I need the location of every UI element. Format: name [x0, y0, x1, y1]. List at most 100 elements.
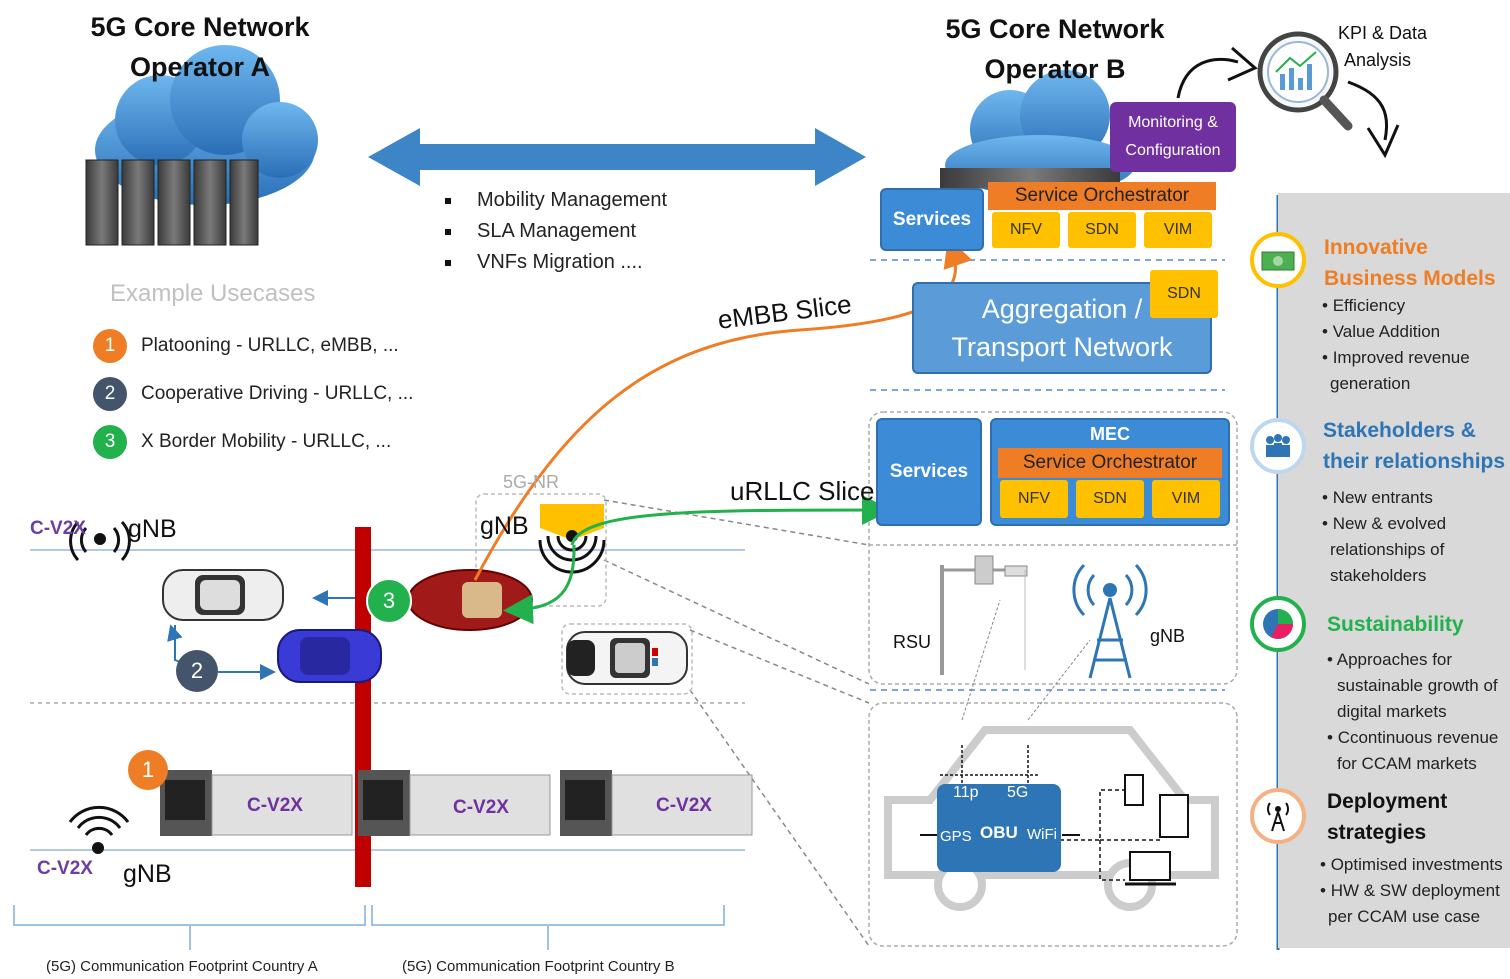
sidebar-heading-line2: Business Models: [1324, 267, 1496, 290]
kpi-magnifier-icon: [1257, 31, 1353, 131]
white-car-icon: [162, 569, 284, 621]
bullet-item: SLA Management: [445, 216, 667, 247]
monitoring-box: Monitoring & Configuration: [1110, 102, 1236, 172]
operator-b-title-line1: 5G Core Network: [945, 14, 1165, 44]
obu-5g-label: 5G: [1007, 784, 1029, 801]
stakeholders-icon: [1250, 418, 1306, 474]
obu-11p-label: 11p: [953, 784, 979, 801]
usecase-item: 1 Platooning - URLLC, eMBB, ...: [93, 322, 413, 370]
mec-services: Services: [876, 418, 982, 526]
bullet-text: SLA Management: [477, 220, 636, 242]
sidebar-item-text: New & evolved relationships of stakehold…: [1330, 514, 1447, 585]
usecase-text: Platooning - URLLC, eMBB, ...: [141, 335, 399, 356]
sidebar-item: • New & evolved relationships of stakeho…: [1322, 514, 1447, 585]
road-marker-3: 3: [366, 578, 412, 624]
mec-nfv: NFV: [1000, 480, 1068, 518]
bullet-item: VNFs Migration ....: [445, 247, 667, 278]
sidebar-section-stakeholders: Stakeholders & their relationships: [1323, 415, 1505, 477]
usecase-item: 3 X Border Mobility - URLLC, ...: [93, 418, 413, 466]
sidebar-section-deployment: Deployment strategies: [1327, 786, 1447, 848]
money-icon: [1250, 232, 1306, 288]
obu-car-outline: [884, 599, 1219, 911]
sidebar-item: • Optimised investments: [1320, 855, 1503, 874]
monitoring-line2: Configuration: [1125, 142, 1221, 159]
sustainability-icon: [1250, 596, 1306, 652]
sidebar-panel: [1278, 193, 1510, 948]
usecase-text: Cooperative Driving - URLLC, ...: [141, 383, 414, 404]
sidebar-section-business: Innovative Business Models: [1324, 232, 1496, 294]
usecase-number-badge: 3: [93, 425, 127, 459]
sidebar-items-stakeholders: • New entrants • New & evolved relations…: [1322, 485, 1492, 589]
usecases-title: Example Usecases: [110, 280, 316, 307]
gnb-tower-icon: [1072, 563, 1148, 679]
core-b-services: Services: [880, 188, 984, 251]
gnb-label-bottom: gNB: [123, 860, 172, 888]
core-b-nfv: NFV: [992, 212, 1060, 248]
road-marker-2: 2: [176, 650, 218, 692]
cloud-b-icon: [940, 70, 1135, 195]
usecase-item: 2 Cooperative Driving - URLLC, ...: [93, 370, 413, 418]
obu-gps-label: GPS: [940, 828, 972, 845]
obu-label: OBU: [980, 823, 1018, 842]
arrow-bullet-list: Mobility Management SLA Management VNFs …: [445, 185, 667, 278]
sidebar-item-text: Value Addition: [1332, 322, 1441, 341]
operator-a-title-line1: 5G Core Network: [90, 12, 310, 42]
truck-icon-2: [358, 770, 551, 836]
operator-b-title: 5G Core Network Operator B: [915, 9, 1195, 89]
police-car-icon: [566, 631, 688, 685]
mec-label: MEC: [1090, 424, 1130, 444]
sidebar-heading-line1: Sustainability: [1327, 613, 1464, 636]
aggregation-line2: Transport Network: [951, 332, 1173, 362]
sidebar-heading-line1: Deployment: [1327, 790, 1448, 813]
sidebar-item: • New entrants: [1322, 488, 1433, 507]
gnb-signal-icon-left: [69, 520, 131, 562]
cv2x-label-bottom: C-V2X: [37, 858, 93, 879]
gnb-center-label: gNB: [480, 512, 529, 540]
operator-a-title-line2: Operator A: [129, 52, 271, 82]
core-b-sdn: SDN: [1068, 212, 1136, 248]
gnb-signal-icon-bottom: [68, 805, 130, 854]
red-car-icon: [407, 569, 533, 631]
sidebar-item: • HW & SW deployment per CCAM use case: [1320, 881, 1500, 926]
sidebar-item: • Value Addition: [1322, 322, 1441, 341]
usecase-number-badge: 2: [93, 377, 127, 411]
truck-icon-1: [160, 770, 353, 836]
rsu-pole-icon: [940, 555, 1028, 675]
sidebar-item-text: HW & SW deployment per CCAM use case: [1328, 881, 1500, 926]
mec-service-orchestrator: Service Orchestrator: [998, 448, 1222, 478]
core-b-vim: VIM: [1144, 212, 1212, 248]
gnb-label-top: gNB: [128, 515, 177, 543]
operator-a-title: 5G Core Network Operator A: [60, 7, 340, 87]
sidebar-item-text: Approaches for sustainable growth of dig…: [1336, 650, 1498, 721]
bullet-text: VNFs Migration ....: [477, 251, 643, 273]
sidebar-item-text: Efficiency: [1332, 296, 1406, 315]
sidebar-item-text: Improved revenue generation: [1330, 348, 1470, 393]
sidebar-section-sustainability: Sustainability: [1327, 609, 1464, 640]
sidebar-item: • Ccontinuous revenue for CCAM markets: [1327, 728, 1499, 773]
footprint-country-a: (5G) Communication Footprint Country A: [46, 958, 318, 975]
aggregation-line1: Aggregation /: [981, 294, 1143, 324]
sidebar-item-text: New entrants: [1332, 488, 1433, 507]
usecases-list: 1 Platooning - URLLC, eMBB, ... 2 Cooper…: [93, 322, 413, 466]
sidebar-item: • Efficiency: [1322, 296, 1406, 315]
sidebar-items-sustainability: • Approaches for sustainable growth of d…: [1327, 647, 1507, 777]
sidebar-heading-line2: their relationships: [1323, 450, 1506, 473]
bullet-item: Mobility Management: [445, 185, 667, 216]
sidebar-item: • Improved revenue generation: [1322, 348, 1470, 393]
core-b-service-orchestrator: Service Orchestrator: [988, 182, 1216, 210]
kpi-label: KPI & Data Analysis: [1338, 20, 1427, 74]
truck-label-1: C-V2X: [247, 795, 303, 816]
usecase-number-badge: 1: [93, 329, 127, 363]
kpi-label-line2: Analysis: [1344, 50, 1412, 70]
5g-nr-label: 5G-NR: [503, 472, 560, 492]
gnb-tower-label: gNB: [1150, 626, 1186, 646]
mec-sdn: SDN: [1076, 480, 1144, 518]
sidebar-heading-line1: Stakeholders &: [1323, 419, 1476, 442]
truck-label-3: C-V2X: [656, 795, 712, 816]
antenna-icon: [1250, 788, 1306, 844]
rsu-label: RSU: [893, 632, 932, 652]
truck-label-2: C-V2X: [453, 797, 509, 818]
operator-b-title-line2: Operator B: [984, 54, 1126, 84]
cloud-a-icon: [85, 45, 318, 246]
